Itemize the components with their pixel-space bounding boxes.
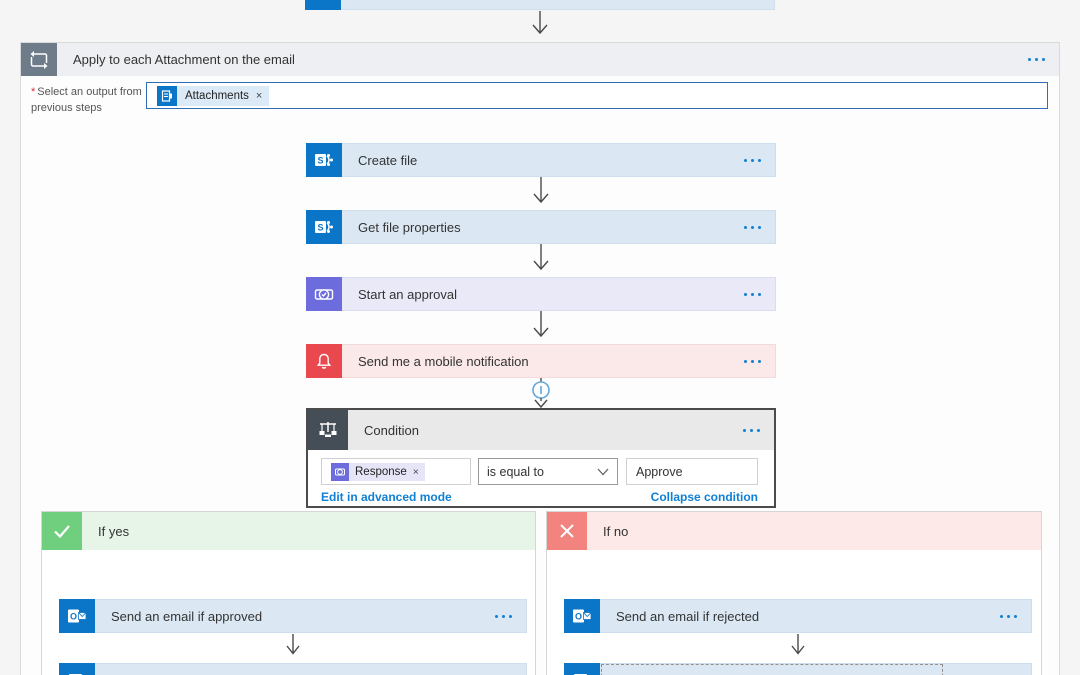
condition-operator-dropdown[interactable]: is equal to [478,458,618,485]
flow-arrow [533,311,549,338]
connector-icon [564,663,600,675]
x-icon [547,512,587,550]
condition-icon [308,410,348,450]
svg-text:S: S [317,223,323,233]
if-no-header[interactable]: If no [547,512,1041,550]
more-options-icon[interactable] [744,292,761,296]
collapse-condition-link[interactable]: Collapse condition [650,490,758,504]
condition-header[interactable]: Condition [308,410,774,450]
action-title: Send an email if rejected [616,608,760,624]
svg-text:O: O [70,612,77,622]
attachments-token-icon [157,85,177,106]
svg-text:S: S [317,156,323,166]
connector-icon [59,663,95,675]
attachments-token-label: Attachments × [177,85,270,106]
flow-arrow [286,634,300,655]
action-title: Create file [358,152,418,168]
remove-token-icon[interactable]: × [255,89,263,102]
insert-step-icon[interactable] [530,378,552,408]
sharepoint-icon: S [306,143,342,177]
action-title: Send me a mobile notification [358,353,529,369]
attachments-token[interactable]: Attachments × [157,85,270,106]
svg-text:O: O [575,612,582,622]
if-yes-title: If yes [98,523,130,539]
if-yes-branch: If yes O Send an email if approved [41,511,536,675]
more-options-icon[interactable] [743,428,760,432]
response-token[interactable]: Response × [331,462,425,481]
chevron-down-icon [597,468,609,475]
action-card-mobile-notification[interactable]: Send me a mobile notification [306,344,776,378]
action-card-email-approved[interactable]: O Send an email if approved [59,599,527,633]
condition-value-field-right[interactable]: Approve [626,458,758,485]
output-param-label: *Select an output from previous steps [31,86,142,114]
action-title: Send an email if approved [111,608,263,624]
bell-icon [306,344,342,378]
apply-to-each-scope: Apply to each Attachment on the email *S… [20,42,1060,675]
more-options-icon[interactable] [1000,614,1017,618]
more-options-icon[interactable] [744,359,761,363]
action-card-email-rejected[interactable]: O Send an email if rejected [564,599,1032,633]
action-card-create-file[interactable]: S Create file [306,143,776,177]
condition-title: Condition [364,422,419,438]
action-card-start-approval[interactable]: Start an approval [306,277,776,311]
action-card-partial-top[interactable] [305,0,775,10]
apply-to-each-header[interactable]: Apply to each Attachment on the email [21,43,1059,76]
more-options-icon[interactable] [1028,58,1045,61]
action-title: Start an approval [358,286,458,302]
sharepoint-icon: S [306,210,342,244]
action-card-partial-bottom-yes[interactable] [59,663,527,675]
approvals-token-icon [331,462,349,481]
more-options-icon[interactable] [744,225,761,229]
apply-to-each-title: Apply to each Attachment on the email [73,52,295,67]
approvals-icon [306,277,342,311]
required-marker: * [31,86,36,98]
outlook-icon: O [564,599,600,633]
if-yes-header[interactable]: If yes [42,512,535,550]
flow-arrow [532,11,548,35]
edit-advanced-mode-link[interactable]: Edit in advanced mode [321,490,452,504]
flow-arrow [533,244,549,271]
condition-card[interactable]: Condition Response × [306,408,776,508]
action-title: Get file properties [358,219,461,235]
more-options-icon[interactable] [495,614,512,618]
check-icon [42,512,82,550]
connector-icon [305,0,341,10]
flow-arrow [533,177,549,204]
action-card-get-file-properties[interactable]: S Get file properties [306,210,776,244]
more-options-icon[interactable] [744,158,761,162]
if-no-title: If no [603,523,629,539]
if-no-branch: If no O Send an email if rejected [546,511,1042,675]
outlook-icon: O [59,599,95,633]
loop-icon [21,43,57,76]
action-card-partial-bottom-no[interactable] [564,663,1032,675]
select-output-input[interactable]: Attachments × [146,82,1048,109]
condition-value-field-left[interactable]: Response × [321,458,471,485]
response-token-label: Response × [349,462,425,481]
focus-outline [601,664,943,675]
remove-token-icon[interactable]: × [412,465,419,478]
flow-arrow [791,634,805,655]
